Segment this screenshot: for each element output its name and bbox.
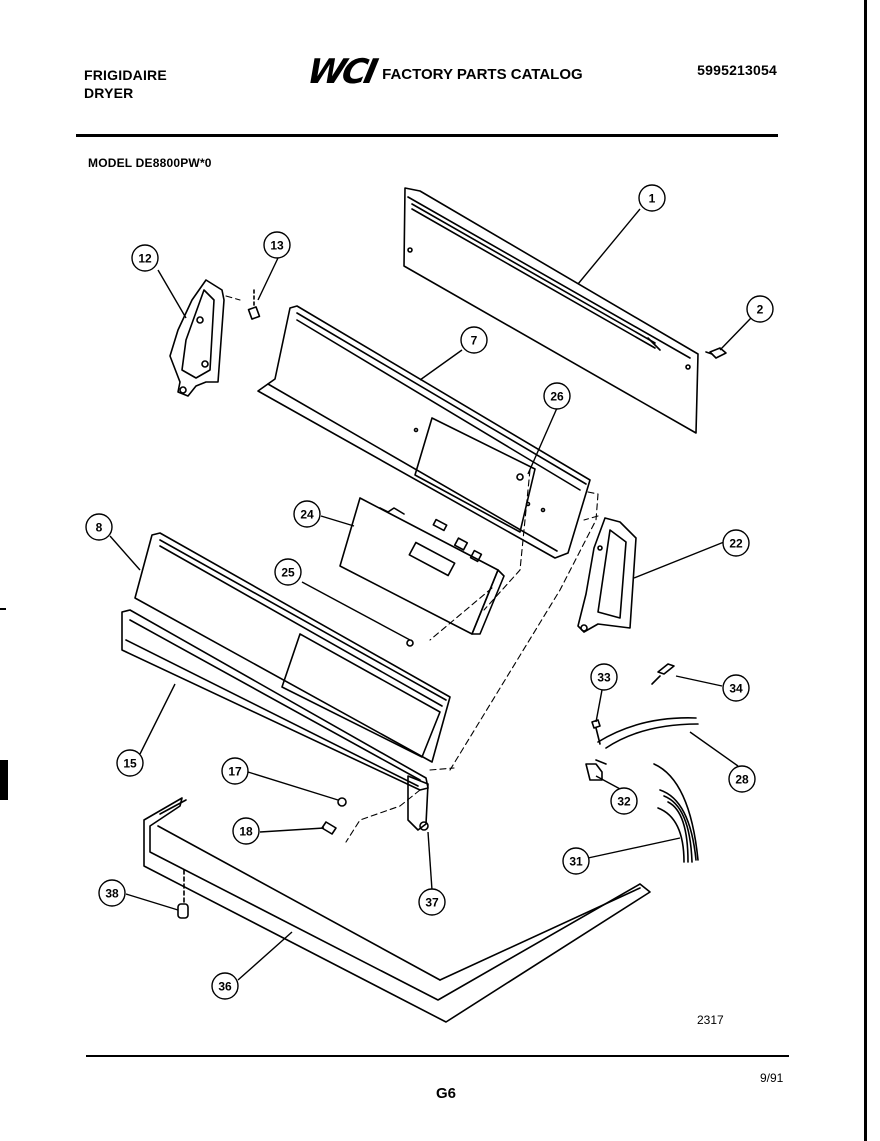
part-37-bracket [407,775,429,831]
callout-24: 24 [293,500,321,528]
callout-38: 38 [98,879,126,907]
callout-label: 32 [617,795,631,809]
callout-label: 1 [649,192,656,206]
callout-31: 31 [562,847,590,875]
callout-label: 37 [425,896,439,910]
catalog-title: FACTORY PARTS CATALOG [382,66,583,83]
callout-label: 24 [300,508,314,522]
part-13-clip [247,289,261,320]
part-2-screw [705,347,727,359]
part-28-wire [597,717,699,749]
part-31-harness [653,763,699,863]
part-8-front-console [134,532,451,763]
part-15-trim [121,609,429,791]
callout-label: 22 [729,537,743,551]
part-32-clamp [585,759,607,781]
part-number: 5995213054 [697,62,777,78]
callout-2: 2 [746,295,774,323]
callout-label: 13 [270,239,284,253]
callout-label: 28 [735,773,749,787]
callout-label: 2 [757,303,764,317]
callout-17: 17 [221,757,249,785]
callout-label: 33 [597,671,611,685]
callout-7: 7 [460,326,488,354]
callout-36: 36 [211,972,239,1000]
callout-label: 15 [123,757,137,771]
callout-label: 31 [569,855,583,869]
callout-32: 32 [610,787,638,815]
part-38-clip [177,869,189,919]
callout-label: 34 [729,682,743,696]
callout-28: 28 [728,765,756,793]
part-22-right-bracket [577,517,637,633]
footer-divider [86,1055,789,1057]
callout-label: 17 [228,765,242,779]
callout-22: 22 [722,529,750,557]
callout-label: 8 [96,521,103,535]
callout-12: 12 [131,244,159,272]
callout-26: 26 [543,382,571,410]
part-17-screw [337,797,347,807]
callout-15: 15 [116,749,144,777]
callout-1: 1 [638,184,666,212]
part-18-screw [321,821,337,835]
scan-edge-right [864,0,867,1141]
catalog-heading: WCI FACTORY PARTS CATALOG [304,52,583,92]
callout-label: 18 [239,825,253,839]
callout-label: 38 [105,887,119,901]
callout-33: 33 [590,663,618,691]
part-25-screw [406,639,414,647]
part-36-top-trim [143,797,651,1023]
callout-8: 8 [85,513,113,541]
callout-25: 25 [274,558,302,586]
callout-label: 7 [471,334,478,348]
brand-name: FRIGIDAIRE [84,67,167,83]
brand-block: FRIGIDAIRE DRYER [84,66,167,102]
callout-34: 34 [722,674,750,702]
scan-edge-left-2 [0,760,8,800]
model-number: MODEL DE8800PW*0 [88,156,212,170]
part-1-back-panel [403,187,699,434]
page-number: G6 [436,1085,457,1102]
scan-edge-left [0,608,6,610]
figure-number: 2317 [697,1013,724,1027]
callout-37: 37 [418,888,446,916]
product-type: DRYER [84,85,134,101]
callout-13: 13 [263,231,291,259]
callout-label: 26 [550,390,564,404]
header-divider [76,134,778,137]
part-33-clamp [591,719,601,745]
callout-18: 18 [232,817,260,845]
part-12-left-bracket [169,279,225,397]
callout-label: 25 [281,566,295,580]
callout-label: 36 [218,980,232,994]
part-24-control-board [339,497,505,635]
callout-label: 12 [138,252,152,266]
part-34-connector [651,663,675,685]
revision-date: 9/91 [760,1071,784,1085]
